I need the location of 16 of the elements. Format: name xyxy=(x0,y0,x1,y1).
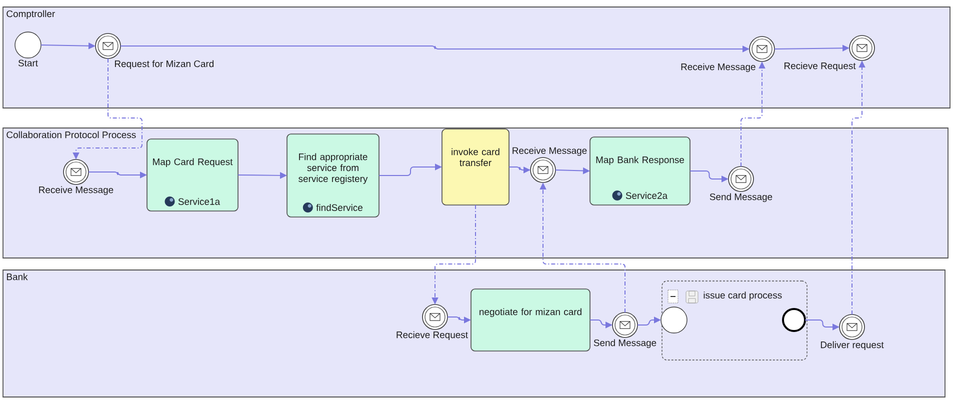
event-label: Receive Message xyxy=(681,63,756,72)
service-label: findService xyxy=(316,204,362,211)
event-label: Receive Message xyxy=(512,146,587,156)
event-label: Recieve Request xyxy=(784,62,856,72)
event-label: Receive Message xyxy=(39,186,114,196)
event-label: Recieve Request xyxy=(396,331,468,340)
event-label: Send Message xyxy=(710,193,772,202)
service-label: Service2a xyxy=(626,192,668,199)
event-label: Start xyxy=(18,60,38,66)
start-event xyxy=(660,306,688,334)
event-label: Deliver request xyxy=(820,341,884,350)
event-label: Request for Mizan Card xyxy=(114,60,214,70)
task-box: invoke card transfer xyxy=(442,128,510,206)
service-label: Service1a xyxy=(178,198,220,205)
event-label: Send Message xyxy=(594,339,656,348)
task-box: negotiate for mizan card xyxy=(470,288,590,352)
